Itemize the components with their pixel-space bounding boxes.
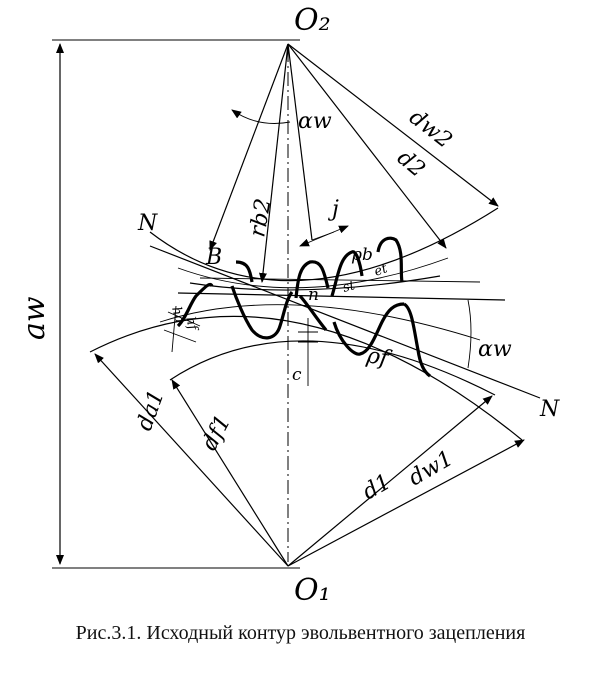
center-distance-dimension — [52, 39, 300, 569]
label-c: c — [292, 365, 302, 385]
label-alpha-w-top: αw — [298, 109, 332, 134]
label-O2: O₂ — [294, 3, 331, 38]
clearance-marks — [298, 318, 318, 386]
pitch-line — [177, 292, 506, 301]
label-j: j — [327, 197, 339, 222]
label-d1: d1 — [359, 469, 396, 505]
line-of-action — [149, 245, 541, 399]
label-rb2: rb2 — [245, 197, 276, 239]
lower-gear-root-arc — [169, 340, 496, 396]
backlash-dimension — [299, 225, 349, 247]
pressure-angle-arc-right — [467, 299, 472, 369]
label-dw2: dw2 — [404, 105, 456, 154]
label-N-left: N — [137, 211, 158, 236]
label-st: st — [341, 278, 357, 296]
upper-gear-tooth-profile — [235, 236, 404, 299]
label-df1: df1 — [197, 411, 236, 455]
label-aw: aw — [17, 296, 52, 340]
label-d2: d2 — [392, 145, 430, 182]
figure-caption: Рис.3.1. Исходный контур эвольвентного з… — [75, 622, 526, 644]
upper-gear-root-arc — [177, 257, 449, 289]
lower-center-rays — [94, 353, 525, 567]
label-N-right: N — [539, 397, 560, 422]
label-rho-b: ρb — [351, 245, 373, 265]
label-et: et — [372, 261, 390, 280]
reference-line — [199, 277, 481, 283]
label-B: B — [205, 245, 222, 270]
lower-gear-tooth-profile — [176, 282, 431, 378]
label-O1: O₁ — [294, 573, 331, 608]
gear-mesh-diagram: O₂ O₁ aw αw αw dw2 d2 rb2 j N N B ρb et … — [17, 3, 560, 608]
label-dw1: dw1 — [405, 446, 458, 491]
pressure-angle-arc-top — [231, 109, 291, 124]
label-da1: da1 — [132, 387, 170, 434]
addendum-dedendum-marks — [163, 305, 201, 353]
lower-gear-addendum-arc — [89, 315, 523, 441]
upper-center-rays — [209, 43, 499, 283]
label-alpha-w-right: αw — [478, 337, 512, 362]
lower-gear-pitch-arc — [159, 304, 481, 341]
label-hf: hf — [182, 315, 200, 334]
label-n: n — [308, 285, 319, 305]
label-ha: ha — [168, 305, 187, 324]
label-rho-f: ρf — [364, 343, 394, 372]
